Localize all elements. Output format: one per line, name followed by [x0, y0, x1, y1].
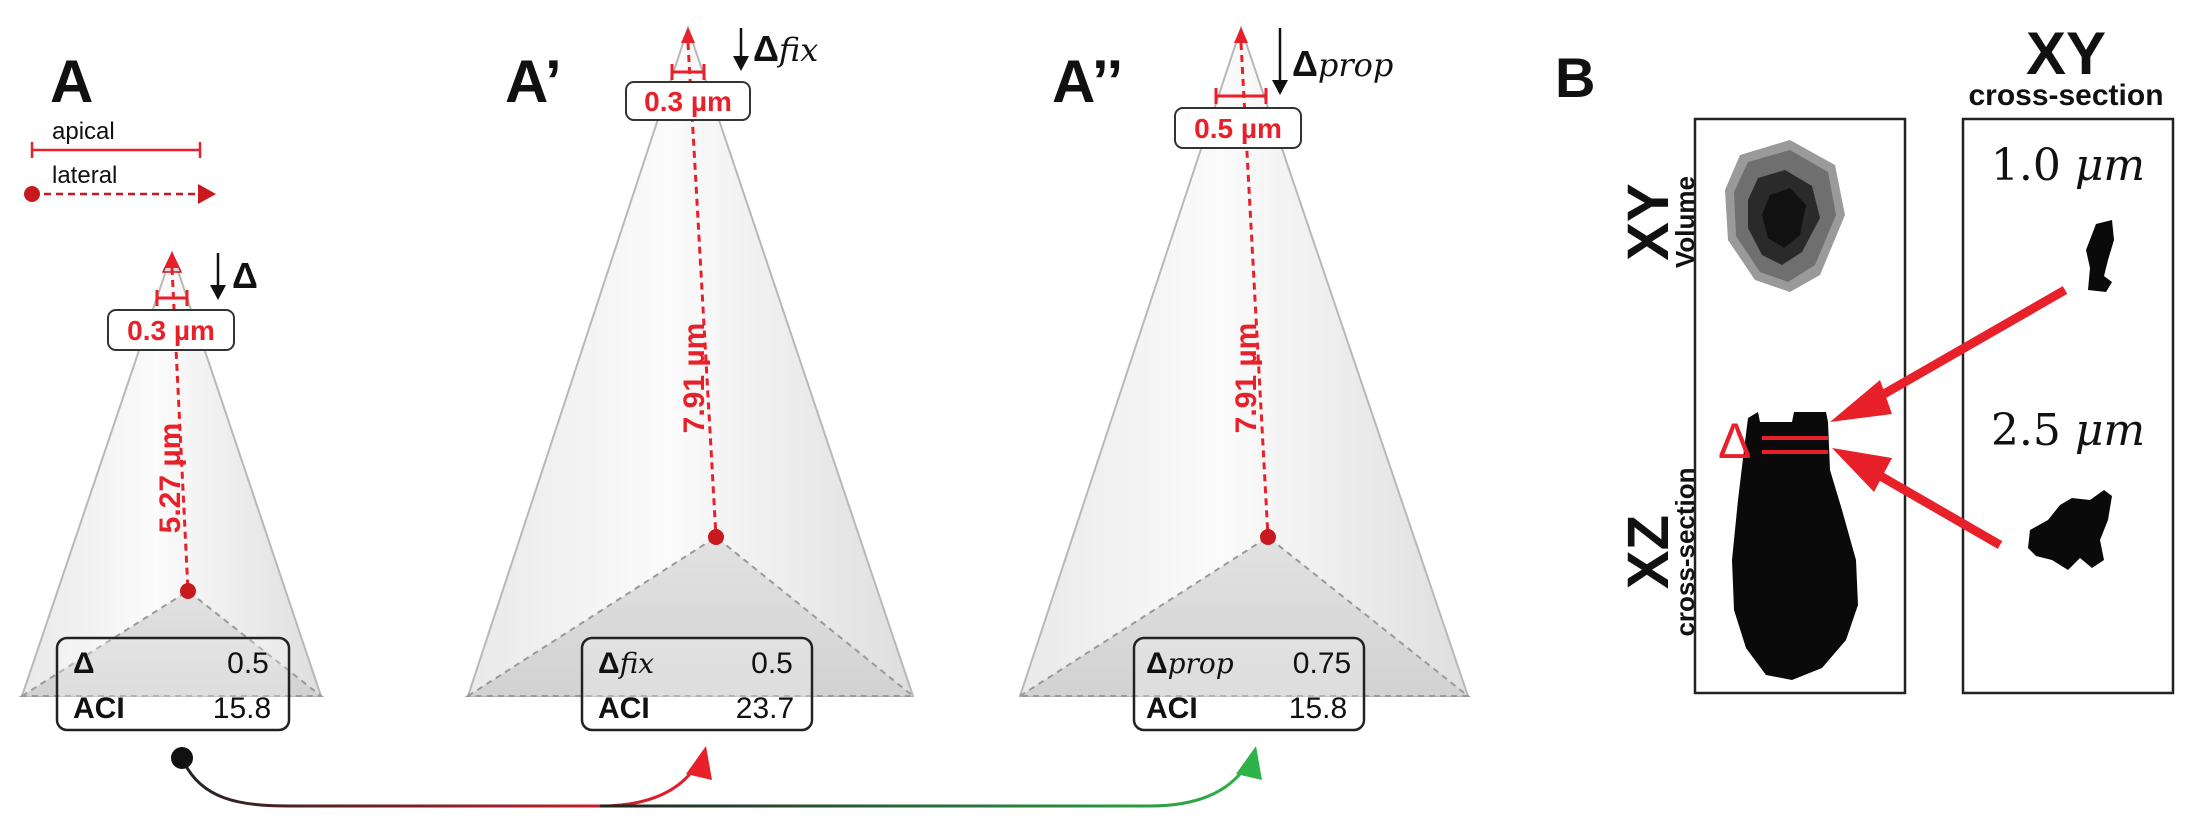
- table-a: Δ 0.5 ACI 15.8: [55, 636, 291, 732]
- col2-title: XY: [2026, 20, 2106, 87]
- xy-volume-image: [1725, 140, 1845, 292]
- panel-b: B XY cross-section XY Volume XZ cross-se…: [1555, 20, 2175, 695]
- col2-subtitle: cross-section: [1968, 79, 2163, 112]
- delta-label-a-double-prime: Δprop: [1292, 43, 1393, 84]
- table-a-prime-row1-value: 0.5: [751, 647, 793, 680]
- xy-cross-section-2: [2028, 490, 2112, 570]
- transition-arrows: [171, 746, 1262, 808]
- table-a-double-prime: Δprop 0.75 ACI 15.8: [1132, 636, 1366, 732]
- apex-arrow-a: [165, 252, 179, 268]
- width-label-box-a-prime: [625, 81, 751, 121]
- xy-cross-section-1: [2086, 220, 2114, 292]
- panel-a-double-prime-letter: A’’: [1052, 48, 1123, 115]
- panel-a-double-prime: A’’ Δprop 0.5 µm 7.91 µm Δprop 0.75 ACI: [1016, 24, 1471, 732]
- table-a-prime-row2-key: ACI: [598, 692, 650, 725]
- table-a-row2-key: ACI: [73, 692, 125, 725]
- table-a-row1-key: Δ: [73, 647, 95, 680]
- depth-arrows: [1830, 286, 2068, 549]
- cone-a-double-prime: Δprop 0.5 µm 7.91 µm: [1016, 24, 1471, 697]
- cross-section-frame: [1961, 117, 2175, 695]
- legend-lateral-label: lateral: [52, 162, 117, 189]
- width-label-a-double-prime: 0.5 µm: [1194, 113, 1282, 144]
- table-a-double-prime-row2-value: 15.8: [1289, 692, 1347, 725]
- legend-apical-label: apical: [52, 118, 115, 145]
- delta-label-a: Δ: [232, 255, 258, 296]
- arrow-to-a-prime: [180, 757, 698, 808]
- lateral-dot-a-double-prime: [1260, 529, 1276, 545]
- delta-label-a-prime: Δfix: [753, 28, 818, 69]
- table-a-prime: Δfix 0.5 ACI 23.7: [580, 636, 814, 732]
- cone-a: Δ 0.3 µm 5.27 µm: [18, 249, 324, 697]
- row1-label: XY: [1616, 183, 1681, 260]
- width-label-box-a-double-prime: [1174, 107, 1302, 149]
- height-label-a-double-prime: 7.91 µm: [1230, 323, 1263, 434]
- table-a-row1-value: 0.5: [227, 647, 269, 680]
- height-label-a: 5.27 µm: [154, 423, 187, 534]
- apex-arrow-a-prime: [681, 27, 695, 43]
- arrow-depth-1: [1867, 286, 2068, 406]
- panel-a-letter: A: [50, 48, 93, 115]
- table-a-prime-row2-value: 23.7: [736, 692, 794, 725]
- row2-label: XZ: [1616, 515, 1681, 589]
- lateral-dot-a-prime: [708, 529, 724, 545]
- xz-delta-label: Δ: [1718, 413, 1751, 469]
- width-label-box-a: [107, 309, 235, 351]
- xz-cross-section-image: [1732, 412, 1858, 680]
- cone-a-prime: Δfix 0.3 µm 7.91 µm: [464, 24, 916, 697]
- width-label-a-prime: 0.3 µm: [644, 86, 732, 117]
- legend: apical lateral: [24, 118, 216, 204]
- table-a-row2-value: 15.8: [213, 692, 271, 725]
- lateral-dot-a: [180, 583, 196, 599]
- arrow-depth-2: [1867, 466, 2003, 549]
- table-a-double-prime-row1-key: Δprop: [1146, 647, 1234, 680]
- table-a-prime-row1-key: Δfix: [598, 647, 654, 680]
- arrow-origin-dot: [171, 747, 193, 769]
- panel-b-letter: B: [1555, 46, 1595, 109]
- height-line-a-prime: [686, 42, 718, 538]
- apex-arrow-a-double-prime: [1234, 27, 1248, 43]
- table-a-double-prime-row2-key: ACI: [1146, 692, 1198, 725]
- width-label-a: 0.3 µm: [127, 315, 215, 346]
- table-a-double-prime-row1-value: 0.75: [1293, 647, 1351, 680]
- panel-a-prime: A’ Δfix 0.3 µm 7.91 µm Δfix 0.5 ACI: [464, 24, 916, 732]
- height-line-a-double-prime: [1239, 42, 1270, 538]
- panel-a: A apical lateral: [18, 48, 324, 732]
- height-label-a-prime: 7.91 µm: [678, 323, 711, 434]
- panel-a-prime-letter: A’: [505, 48, 562, 115]
